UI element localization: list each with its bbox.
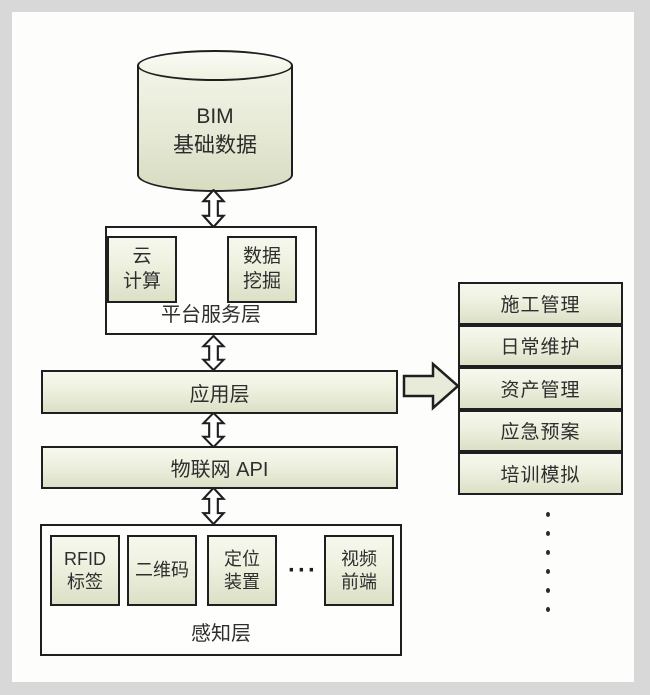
iot-api-label: 物联网 API bbox=[170, 459, 269, 481]
data-mining-line1: 数据 bbox=[242, 245, 281, 267]
vertical-ellipsis-dot bbox=[546, 569, 550, 574]
qr-code-box: 二维码 bbox=[127, 535, 197, 606]
application-list: 施工管理 日常维护 资产管理 应急预案 培训模拟 bbox=[458, 282, 623, 495]
bim-database-label: BIM 基础数据 bbox=[137, 102, 293, 161]
rfid-tag-box: RFID 标签 bbox=[50, 535, 120, 606]
video-line1: 视频 bbox=[341, 549, 377, 569]
application-list-item: 培训模拟 bbox=[458, 452, 623, 495]
cloud-computing-box: 云 计算 bbox=[107, 236, 177, 303]
horizontal-ellipsis: ··· bbox=[288, 556, 318, 584]
application-list-item: 资产管理 bbox=[458, 367, 623, 410]
cylinder-top-ellipse bbox=[137, 50, 293, 81]
application-layer-bar: 应用层 bbox=[41, 370, 398, 414]
double-arrow-icon bbox=[201, 487, 226, 525]
application-list-item: 日常维护 bbox=[458, 324, 623, 367]
cloud-computing-line2: 计算 bbox=[122, 270, 161, 292]
vertical-ellipsis-dot bbox=[546, 531, 550, 536]
iot-api-bar: 物联网 API bbox=[41, 446, 398, 489]
vertical-ellipsis bbox=[543, 512, 553, 612]
application-list-item: 应急预案 bbox=[458, 409, 623, 452]
rfid-line2: 标签 bbox=[67, 571, 103, 592]
perception-layer-box: RFID 标签 二维码 定位 装置 ··· 视频 前端 感知层 bbox=[40, 524, 402, 656]
double-arrow-icon bbox=[201, 335, 226, 371]
bim-database-line1: BIM bbox=[196, 105, 234, 128]
double-arrow-icon bbox=[201, 412, 226, 448]
diagram-canvas: BIM 基础数据 云 计算 数据 挖掘 平台服务层 应用层 bbox=[12, 12, 634, 682]
application-layer-label: 应用层 bbox=[189, 383, 250, 406]
right-arrow-icon bbox=[402, 361, 460, 411]
platform-service-layer-label: 平台服务层 bbox=[161, 304, 261, 326]
cloud-computing-line1: 云 bbox=[132, 245, 152, 267]
data-mining-line2: 挖掘 bbox=[242, 270, 281, 292]
positioning-line1: 定位 bbox=[224, 549, 260, 569]
data-mining-box: 数据 挖掘 bbox=[227, 236, 297, 303]
bim-database-line2: 基础数据 bbox=[173, 134, 257, 158]
qr-code-label: 二维码 bbox=[135, 560, 189, 581]
positioning-line2: 装置 bbox=[224, 571, 260, 592]
video-frontend-box: 视频 前端 bbox=[324, 535, 394, 606]
vertical-ellipsis-dot bbox=[546, 588, 550, 593]
application-list-item: 施工管理 bbox=[458, 282, 623, 325]
vertical-ellipsis-dot bbox=[546, 607, 550, 612]
video-line2: 前端 bbox=[341, 571, 377, 592]
vertical-ellipsis-dot bbox=[546, 512, 550, 517]
bim-database-cylinder: BIM 基础数据 bbox=[137, 50, 293, 192]
cylinder-body bbox=[137, 65, 293, 192]
platform-service-layer-box: 云 计算 数据 挖掘 平台服务层 bbox=[105, 226, 317, 335]
rfid-line1: RFID bbox=[64, 549, 106, 569]
double-arrow-icon bbox=[201, 189, 226, 228]
positioning-device-box: 定位 装置 bbox=[207, 535, 277, 606]
perception-layer-label: 感知层 bbox=[191, 623, 251, 645]
vertical-ellipsis-dot bbox=[546, 550, 550, 555]
